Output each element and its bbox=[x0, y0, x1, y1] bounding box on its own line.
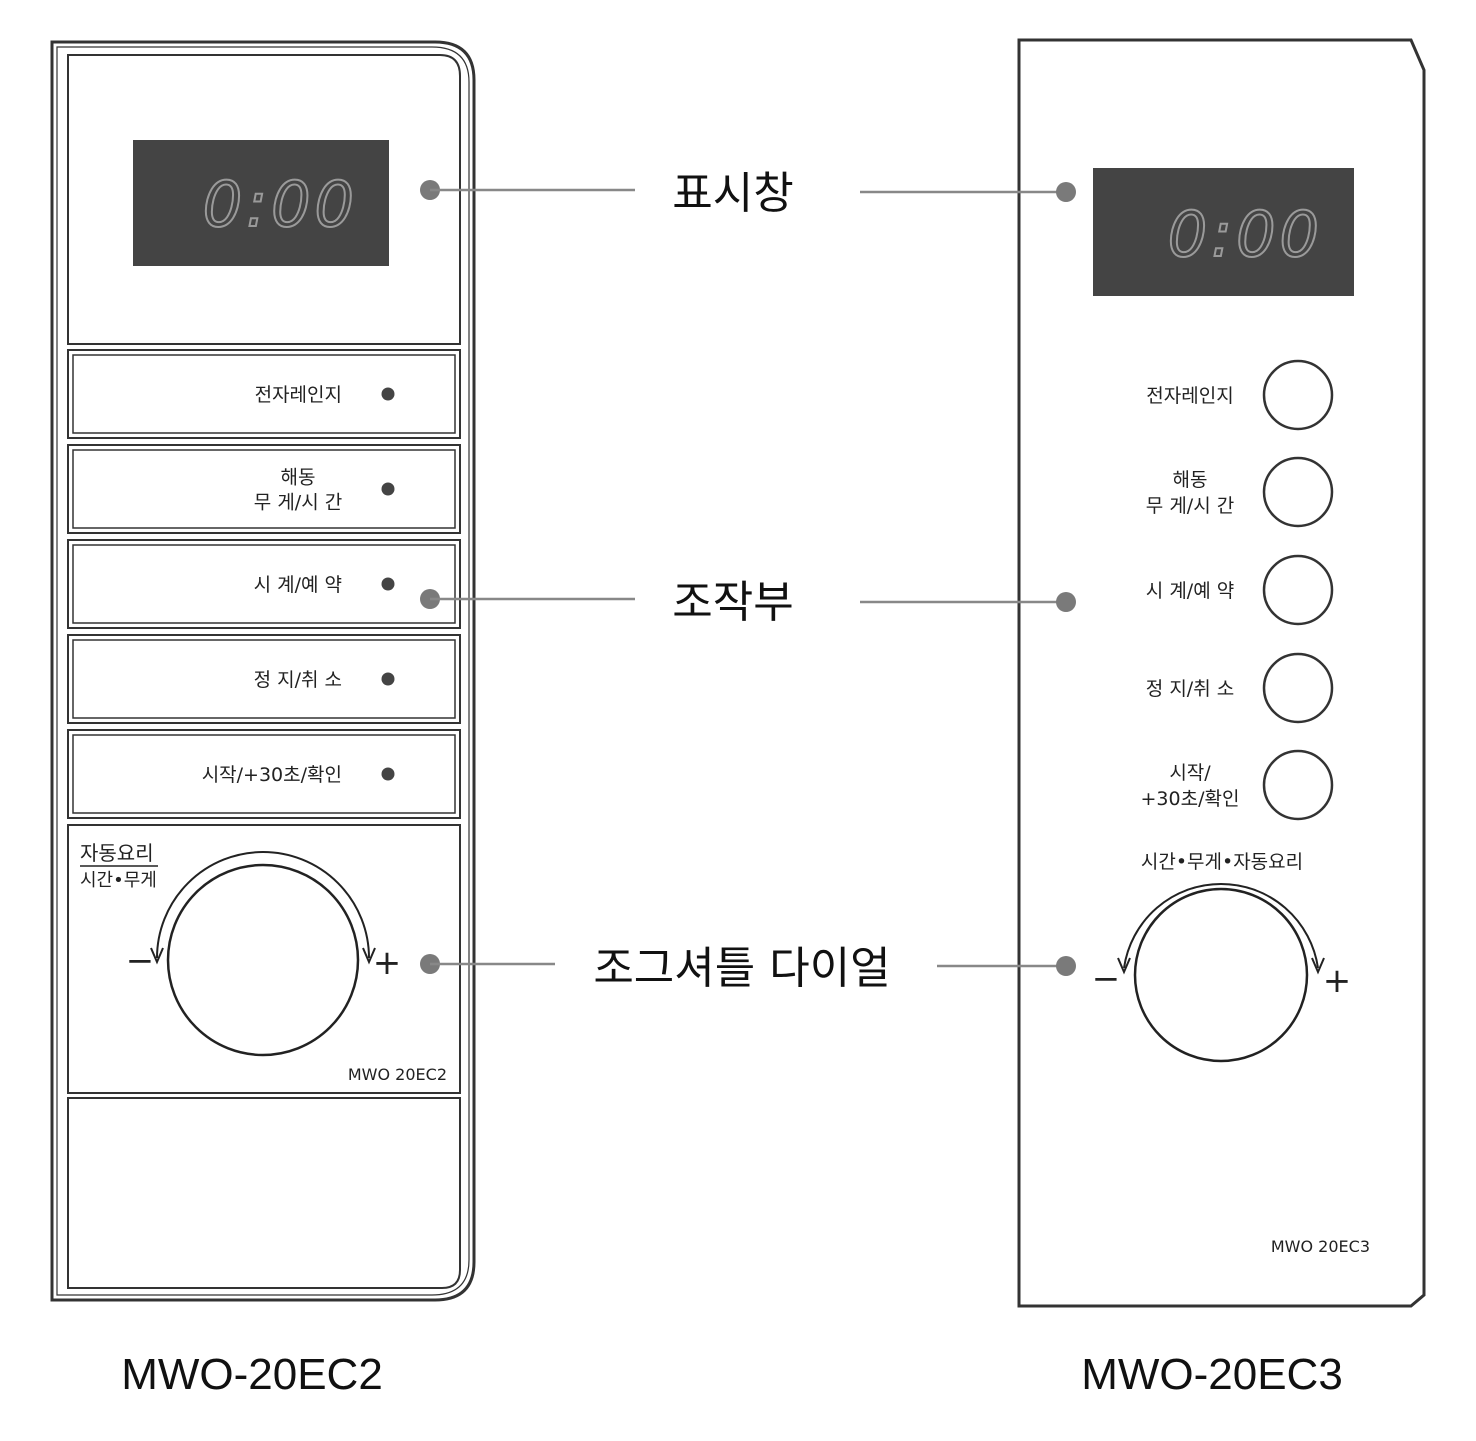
right-display-digits: 0:00 bbox=[1168, 198, 1323, 271]
right-button-3[interactable]: 시 계/예 약 bbox=[1146, 554, 1334, 626]
right-dial-arc bbox=[1123, 882, 1319, 969]
right-model-label: MWO 20EC3 bbox=[1271, 1237, 1370, 1256]
right-round-button bbox=[1262, 456, 1334, 528]
right-button-label: 시 계/예 약 bbox=[1146, 580, 1234, 602]
callout-controls-label: 조작부 bbox=[672, 577, 793, 628]
right-round-button bbox=[1262, 652, 1334, 724]
left-button-inner bbox=[72, 449, 456, 529]
left-dial-plus: + bbox=[373, 943, 402, 983]
left-button-5[interactable]: 시작/+30초/확인 bbox=[67, 729, 461, 819]
callout-controls: 조작부 bbox=[420, 577, 1076, 628]
callout-dial: 조그셔틀 다이얼 bbox=[420, 943, 1076, 994]
left-dial-arc bbox=[156, 851, 370, 959]
left-shuttle-dial[interactable] bbox=[166, 863, 360, 1057]
left-indicator-dot bbox=[381, 672, 395, 686]
right-button-label: 정 지/취 소 bbox=[1146, 678, 1234, 700]
right-button-label: 전자레인지 bbox=[1146, 385, 1233, 407]
right-button-label: 해동 bbox=[1173, 469, 1208, 491]
left-button-label: 전자레인지 bbox=[255, 384, 342, 406]
right-panel-frame bbox=[1017, 38, 1426, 1308]
right-button-label: 무 게/시 간 bbox=[1146, 495, 1234, 517]
right-shuttle-dial[interactable] bbox=[1133, 887, 1309, 1063]
right-dial-plus: + bbox=[1323, 961, 1352, 1001]
left-button-2[interactable]: 해동무 게/시 간 bbox=[67, 444, 461, 534]
left-button-3[interactable]: 시 계/예 약 bbox=[67, 539, 461, 629]
right-round-button bbox=[1262, 359, 1334, 431]
right-display-window bbox=[1093, 168, 1354, 296]
right-button-2[interactable]: 해동무 게/시 간 bbox=[1146, 456, 1334, 528]
left-indicator-dot bbox=[381, 577, 395, 591]
callout-display: 표시창 bbox=[420, 168, 1076, 219]
callout-dial-label: 조그셔틀 다이얼 bbox=[593, 943, 890, 994]
right-dial-minus: − bbox=[1092, 959, 1121, 999]
left-button-label: 무 게/시 간 bbox=[254, 492, 342, 514]
right-round-button bbox=[1262, 749, 1334, 821]
left-display-digits: 0:00 bbox=[203, 168, 358, 241]
left-bottom-section bbox=[67, 1097, 461, 1289]
left-dial-label-top: 자동요리 bbox=[80, 841, 154, 865]
right-model-caption: MWO-20EC3 bbox=[1081, 1350, 1343, 1399]
left-button-label: 정 지/취 소 bbox=[254, 669, 342, 691]
right-dial-label: 시간•무게•자동요리 bbox=[1141, 851, 1303, 873]
left-model-label: MWO 20EC2 bbox=[348, 1065, 447, 1084]
left-indicator-dot bbox=[381, 767, 395, 781]
left-indicator-dot bbox=[381, 387, 395, 401]
right-button-4[interactable]: 정 지/취 소 bbox=[1146, 652, 1334, 724]
left-display-window bbox=[133, 140, 389, 266]
left-dial-label-bottom: 시간•무게 bbox=[80, 870, 157, 891]
left-dial-minus: − bbox=[126, 941, 155, 981]
left-button-label: 시작/+30초/확인 bbox=[202, 764, 342, 786]
callout-display-label: 표시창 bbox=[672, 168, 793, 219]
left-button-label: 시 계/예 약 bbox=[254, 574, 342, 596]
left-model-caption: MWO-20EC2 bbox=[121, 1350, 383, 1399]
right-button-1[interactable]: 전자레인지 bbox=[1146, 359, 1334, 431]
left-button-1[interactable]: 전자레인지 bbox=[67, 349, 461, 439]
right-round-button bbox=[1262, 554, 1334, 626]
right-button-label: 시작/ bbox=[1169, 762, 1211, 784]
left-button-label: 해동 bbox=[281, 467, 316, 489]
left-button-4[interactable]: 정 지/취 소 bbox=[67, 634, 461, 724]
right-button-label: +30초/확인 bbox=[1141, 788, 1240, 810]
right-button-5[interactable]: 시작/ +30초/확인 bbox=[1141, 749, 1334, 821]
left-indicator-dot bbox=[381, 482, 395, 496]
